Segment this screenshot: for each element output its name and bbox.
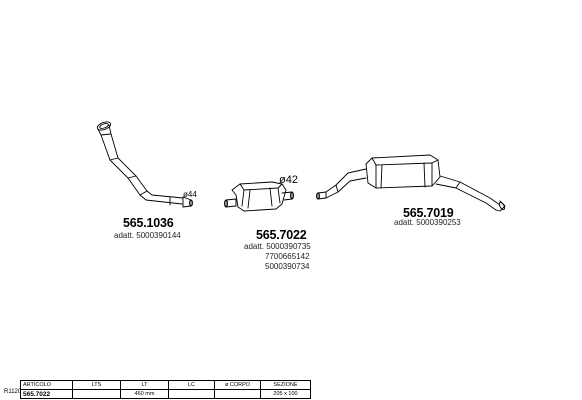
- cell-lc: [168, 389, 215, 399]
- header-sezione: SEZIONE: [260, 380, 311, 390]
- header-lt: LT: [120, 380, 169, 390]
- cell-lt: 460 mm: [120, 389, 169, 399]
- part1-number: 565.1036: [123, 216, 174, 230]
- part2-adatt-label: adatt.: [244, 242, 265, 251]
- part3-adatt-label: adatt.: [394, 218, 415, 227]
- part1-adatt-label: adatt.: [114, 231, 135, 240]
- spec-table-header-row: ARTICOLO LTS LT LC ø CORPO SEZIONE: [20, 380, 311, 390]
- part2-number: 565.7022: [256, 228, 307, 242]
- spec-table: ARTICOLO LTS LT LC ø CORPO SEZIONE 565.7…: [20, 380, 311, 399]
- part1-diameter-label: ø44: [183, 190, 197, 199]
- cell-sezione: 205 x 100: [260, 389, 311, 399]
- part1-adatt: adatt. 5000390144: [114, 231, 181, 241]
- page-code: R1120: [4, 389, 22, 395]
- part2-diameter-label: ø42: [279, 174, 298, 186]
- part1-adatt-code: 5000390144: [136, 231, 181, 240]
- middle-silencer-drawing: [224, 181, 294, 212]
- header-lc: LC: [168, 380, 215, 390]
- cell-lts: [72, 389, 121, 399]
- part2-adatt: adatt. 5000390735: [244, 242, 311, 252]
- rear-silencer-drawing: [316, 154, 506, 212]
- cell-corpo: [214, 389, 261, 399]
- part3-adatt: adatt. 5000390253: [394, 218, 461, 228]
- part3-adatt-code: 5000390253: [416, 218, 461, 227]
- cell-articolo: 565.7022: [20, 389, 73, 399]
- part2-adatt-code-1: 5000390735: [266, 242, 311, 251]
- header-lts: LTS: [72, 380, 121, 390]
- front-pipe-drawing: [96, 121, 193, 208]
- part2-adatt-code-2: 7700665142: [265, 252, 310, 261]
- header-corpo: ø CORPO: [214, 380, 261, 390]
- part2-adatt-code-3: 5000390734: [265, 262, 310, 271]
- spec-table-row: 565.7022 460 mm 205 x 100: [20, 389, 311, 399]
- part3-number: 565.7019: [403, 206, 454, 220]
- header-articolo: ARTICOLO: [20, 380, 73, 390]
